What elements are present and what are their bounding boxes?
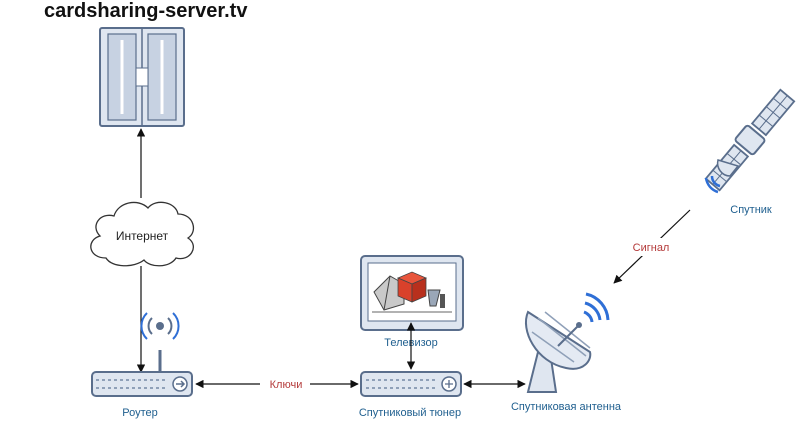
server-icon [99,27,185,127]
router-icon [91,312,193,397]
router-label: Роутер [122,407,158,419]
tuner-label: Спутниковый тюнер [359,407,461,419]
antenna-label: Спутниковая антенна [511,401,622,413]
cloud-icon [90,201,195,267]
satellite-label: Спутник [730,204,772,216]
tuner-icon [360,371,462,397]
signal-label: Сигнал [633,242,670,254]
satellite-icon [704,88,796,194]
site-title: cardsharing-server.tv [44,0,248,22]
satellite-dish-icon [525,292,610,393]
keys-label: Ключи [270,379,303,391]
internet-label: Интернет [116,229,169,243]
tv-icon [360,255,464,331]
